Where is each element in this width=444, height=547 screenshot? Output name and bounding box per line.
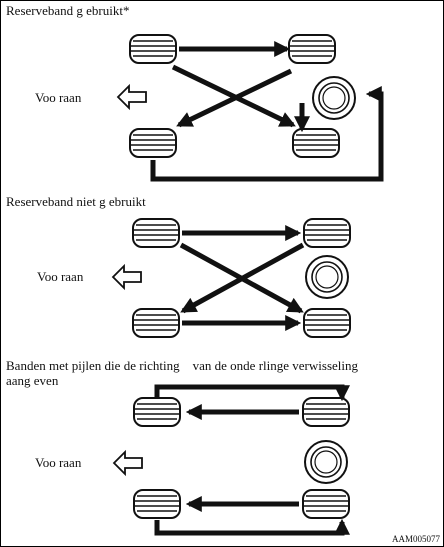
tire-rear-left <box>129 128 177 158</box>
arrow-fl-to-fr-3 <box>154 384 351 402</box>
tire-rear-right <box>292 128 340 158</box>
section-1-front-label: Voo raan <box>35 90 82 105</box>
tire-rear-left-3 <box>133 489 181 519</box>
section-3-front-label: Voo raan <box>35 455 82 470</box>
arrow-fl-to-rr <box>171 64 296 128</box>
tire-front-right-2 <box>303 218 351 248</box>
section-2-heading: Reserveband niet g ebruikt <box>6 194 146 209</box>
spare-wheel-2 <box>305 255 349 299</box>
tire-front-left-2 <box>132 218 180 248</box>
tire-rear-left-2 <box>132 308 180 338</box>
section-1-heading: Reserveband g ebruikt* <box>6 3 130 18</box>
reference-code: AAM005077 <box>391 534 440 544</box>
section-3-heading: Banden met pijlen die de richting van de… <box>6 358 358 388</box>
arrow-rl-to-spare <box>150 85 384 182</box>
spare-wheel-3 <box>304 440 348 484</box>
arrow-fl-to-rr-2 <box>179 242 304 314</box>
tire-front-left-3 <box>133 397 181 427</box>
tire-rear-right-3 <box>302 489 350 519</box>
tire-front-left <box>129 34 177 64</box>
front-direction-icon <box>117 85 147 109</box>
tire-rear-right-2 <box>303 308 351 338</box>
front-direction-icon-2 <box>112 265 142 289</box>
arrow-rl-to-rr-3 <box>154 518 351 536</box>
spare-wheel <box>312 76 356 120</box>
section-2-front-label: Voo raan <box>37 269 84 284</box>
tire-front-right <box>288 34 336 64</box>
tire-front-right-3 <box>302 397 350 427</box>
front-direction-icon-3 <box>113 451 143 475</box>
